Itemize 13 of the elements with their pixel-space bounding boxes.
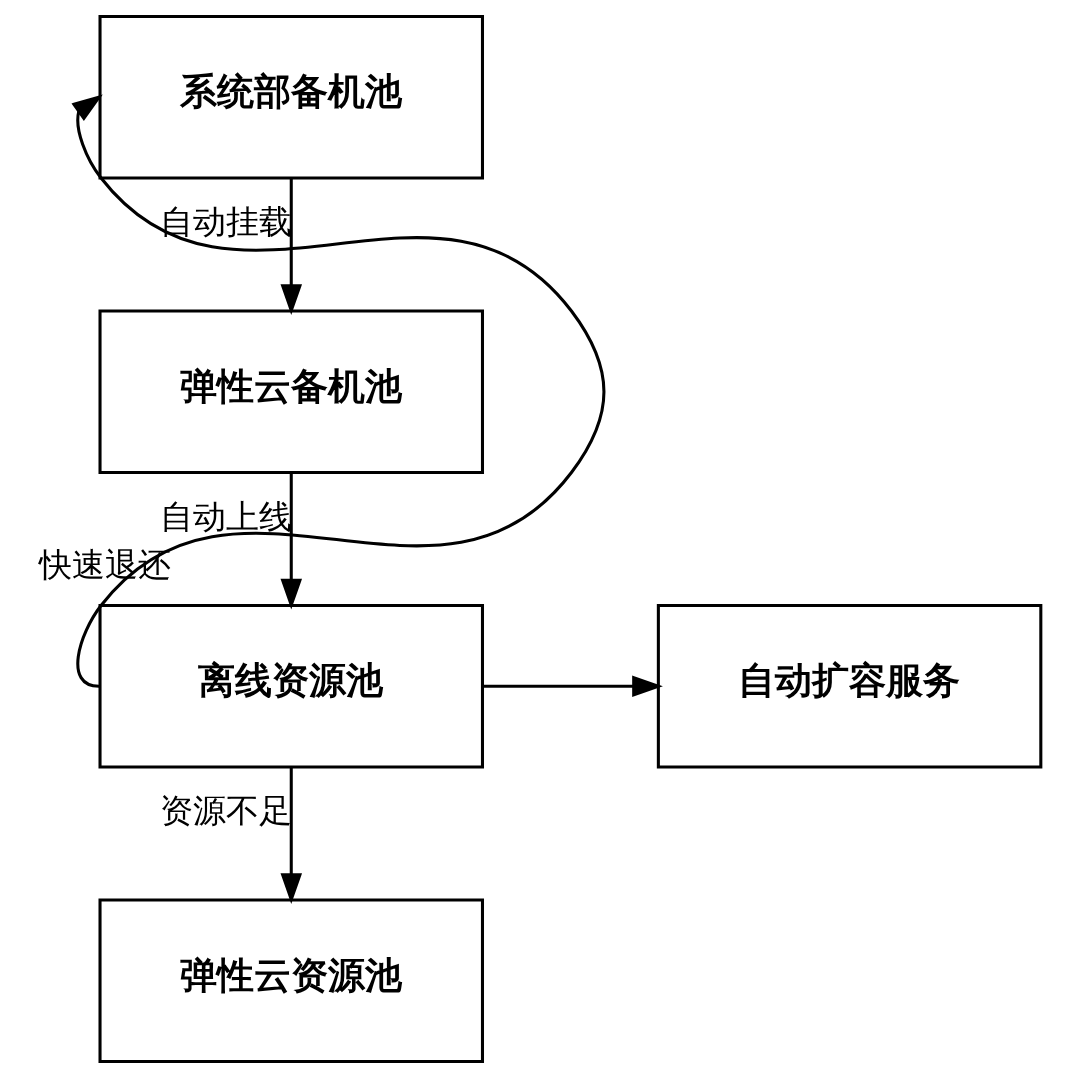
node-box: 系统部备机池 xyxy=(98,14,484,180)
node-box: 弹性云资源池 xyxy=(98,898,484,1064)
node-box: 离线资源池 xyxy=(98,603,484,769)
node-box: 弹性云备机池 xyxy=(98,309,484,475)
edge-label: 自动挂载 xyxy=(159,203,292,242)
node-box: 自动扩容服务 xyxy=(656,603,1043,769)
arrow xyxy=(280,767,302,905)
arrow xyxy=(280,178,302,316)
edge-label: 资源不足 xyxy=(159,792,292,831)
arrow xyxy=(280,473,302,610)
edge-label: 自动上线 xyxy=(159,497,292,536)
arrow xyxy=(482,675,663,697)
arrow xyxy=(71,94,606,688)
